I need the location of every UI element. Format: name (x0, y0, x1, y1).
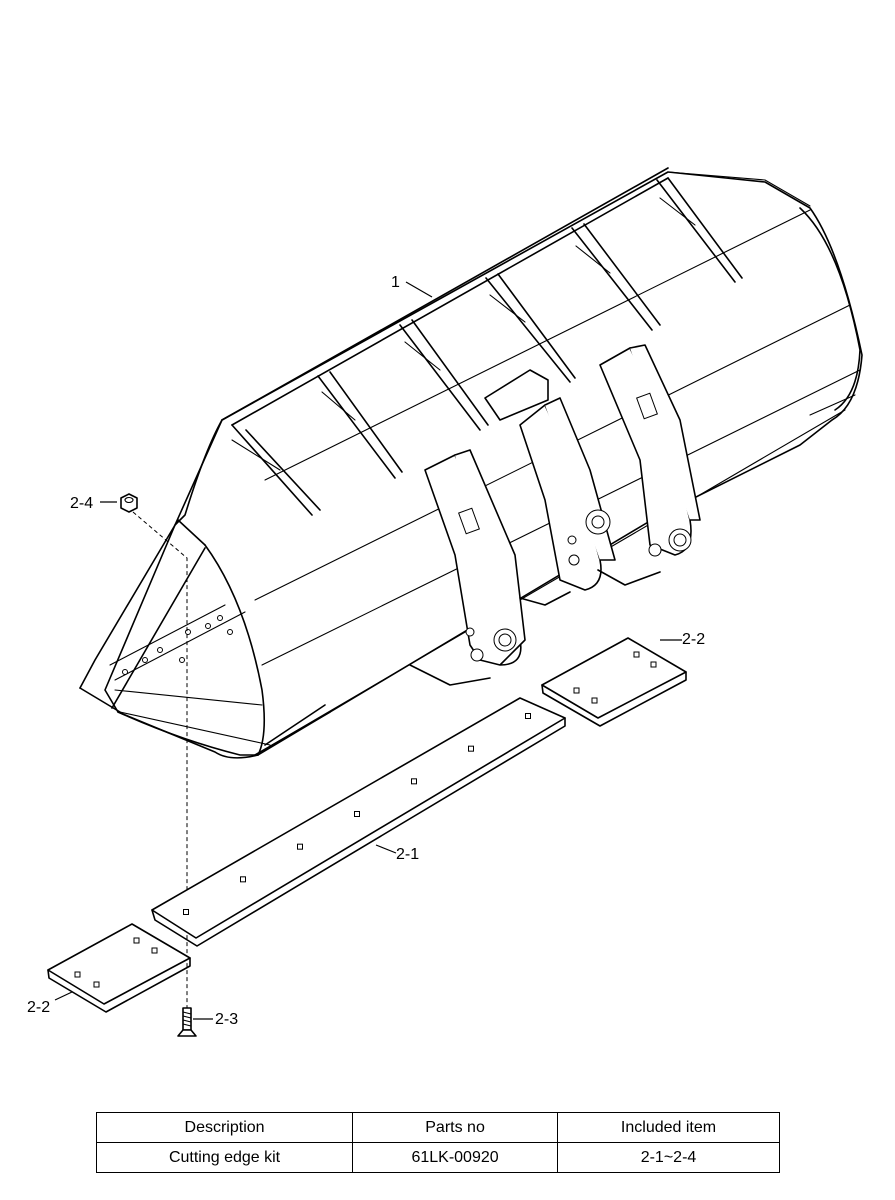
end-bit-right (541, 637, 687, 727)
cutting-edge-bolt-hole (354, 811, 360, 817)
bucket (79, 167, 863, 759)
callout-2-2-right: 2-2 (682, 631, 705, 648)
header-description: Description (95, 1112, 354, 1143)
bolt-axis-line (132, 511, 188, 1010)
cell-parts-no: 61LK-00920 (352, 1142, 559, 1173)
cutting-edge-bolt-hole (468, 745, 474, 752)
callout-2-1: 2-1 (396, 846, 419, 863)
exploded-parts-diagram: 1 2-1 2-2 2-2 2-3 2-4 (27, 167, 863, 1037)
table-header-row: Description Parts no Included item (95, 1112, 780, 1143)
cutting-edge-bolt-hole (411, 778, 417, 785)
floor-bolt-holes (109, 604, 246, 681)
callout-1: 1 (391, 274, 400, 291)
cutting-edge-bolt-hole (240, 876, 246, 883)
cutting-edge (151, 697, 566, 947)
end-bit-left (47, 923, 191, 1013)
cell-description: Cutting edge kit (95, 1142, 354, 1173)
cell-included-item: 2-1~2-4 (557, 1142, 780, 1173)
callout-2-4: 2-4 (70, 495, 93, 512)
header-included-item: Included item (557, 1112, 780, 1143)
nut (120, 493, 138, 513)
cutting-edge-bolt-hole (525, 713, 531, 719)
parts-table: Description Parts no Included item Cutti… (95, 1112, 780, 1173)
callout-2-3: 2-3 (215, 1011, 238, 1028)
plow-bolt (177, 1007, 197, 1037)
callout-2-2-left: 2-2 (27, 999, 50, 1016)
table-row: Cutting edge kit 61LK-00920 2-1~2-4 (95, 1142, 780, 1173)
cutting-edge-bolt-hole (183, 909, 189, 915)
header-parts-no: Parts no (352, 1112, 559, 1143)
cutting-edge-bolt-hole (297, 843, 303, 850)
